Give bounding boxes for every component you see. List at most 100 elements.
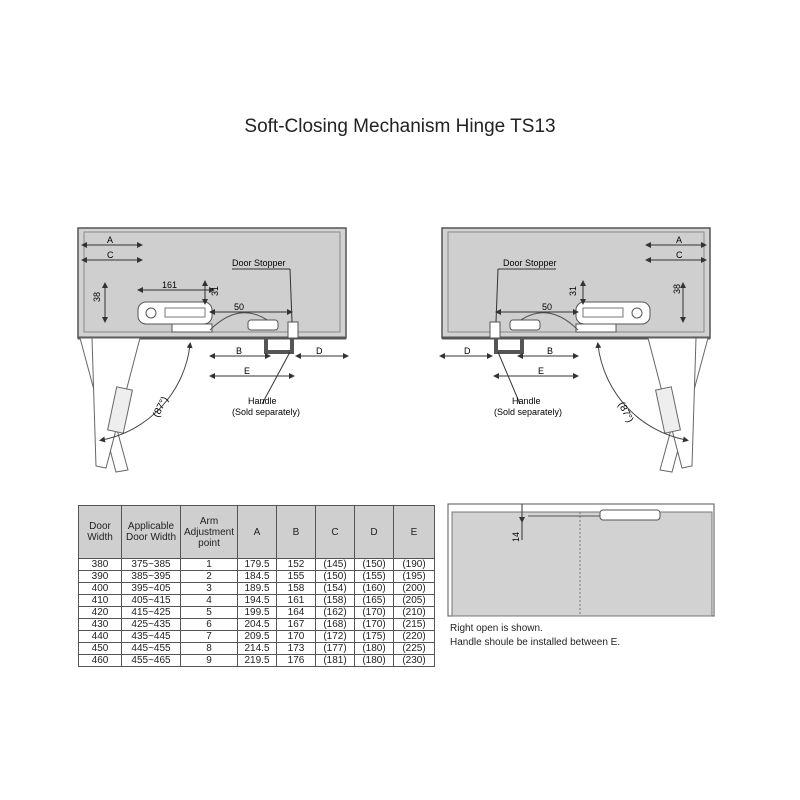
table-cell: 4 [180,594,238,607]
table-cell: 155 [276,570,316,583]
table-cell: 170 [276,630,316,643]
table-cell: (190) [393,558,435,571]
table-cell: (210) [393,606,435,619]
table-cell: (220) [393,630,435,643]
table-cell: (177) [315,642,355,655]
notes: Right open is shown. Handle shoule be in… [450,622,620,650]
table-cell: 420 [78,606,122,619]
left-sold-separately: (Sold separately) [232,407,300,417]
table-cell: 158 [276,582,316,595]
side-view-hinge [599,509,661,521]
spec-table-header: Door Width Applicable Door Width Arm Adj… [78,505,435,559]
left-handle [264,338,294,354]
table-cell: (160) [354,582,394,595]
side-view-panel [451,511,713,617]
right-door-stopper [489,321,501,339]
table-cell: 204.5 [237,618,277,631]
right-dim-e: E [538,366,544,376]
table-cell: (150) [315,570,355,583]
table-cell: (175) [354,630,394,643]
table-cell: 176 [276,654,316,667]
header-c: C [315,505,355,559]
table-cell: 435~445 [121,630,181,643]
table-cell: (172) [315,630,355,643]
right-dim-31: 31 [568,286,578,296]
side-view-dim-14: 14 [511,532,521,542]
right-handle [494,338,524,354]
table-cell: 430 [78,618,122,631]
header-door-width: Door Width [78,505,122,559]
header-d: D [354,505,394,559]
table-cell: 194.5 [237,594,277,607]
table-cell: 214.5 [237,642,277,655]
table-cell: 184.5 [237,570,277,583]
note-line-2: Handle shoule be installed between E. [450,637,621,648]
table-cell: 385~395 [121,570,181,583]
table-cell: (150) [354,558,394,571]
table-cell: 152 [276,558,316,571]
table-cell: (200) [393,582,435,595]
table-cell: 164 [276,606,316,619]
right-dim-a: A [676,235,682,245]
table-cell: (158) [315,594,355,607]
table-cell: 450 [78,642,122,655]
spec-table: Door Width Applicable Door Width Arm Adj… [78,505,435,667]
table-cell: 189.5 [237,582,277,595]
table-cell: (165) [354,594,394,607]
left-dim-38: 38 [92,292,102,302]
table-cell: 6 [180,618,238,631]
table-cell: 2 [180,570,238,583]
table-cell: 167 [276,618,316,631]
table-cell: 7 [180,630,238,643]
table-cell: (162) [315,606,355,619]
side-view-diagram: 14 [447,503,715,617]
right-hinge-mechanism [509,301,651,333]
table-cell: (205) [393,594,435,607]
header-applicable-door-width: Applicable Door Width [121,505,181,559]
table-cell: 405~415 [121,594,181,607]
left-dim-a: A [107,235,113,245]
table-cell: (170) [354,618,394,631]
header-arm-adjustment-point: Arm Adjustment point [180,505,238,559]
table-cell: (154) [315,582,355,595]
table-cell: 161 [276,594,316,607]
right-door-stopper-label: Door Stopper [503,258,557,268]
table-cell: 8 [180,642,238,655]
left-angle-label: (87°) [151,395,171,419]
table-cell: 415~425 [121,606,181,619]
table-cell: 455~465 [121,654,181,667]
left-dim-b: B [236,346,242,356]
table-cell: (170) [354,606,394,619]
left-open-door [79,337,141,473]
left-dim-31: 31 [210,286,220,296]
table-cell: 460 [78,654,122,667]
right-dim-b: B [547,346,553,356]
left-dim-161: 161 [162,280,177,290]
right-sold-separately: (Sold separately) [494,407,562,417]
table-cell: 3 [180,582,238,595]
table-cell: (181) [315,654,355,667]
header-b: B [276,505,316,559]
table-cell: (225) [393,642,435,655]
right-dim-50: 50 [542,302,552,312]
page-title: Soft-Closing Mechanism Hinge TS13 [244,116,556,137]
table-cell: (145) [315,558,355,571]
table-cell: (180) [354,654,394,667]
header-a: A [237,505,277,559]
table-cell: 179.5 [237,558,277,571]
table-cell: 425~435 [121,618,181,631]
right-handle-label: Handle [512,396,541,406]
right-angle-arc [595,342,689,443]
table-cell: 445~455 [121,642,181,655]
right-dim-d: D [464,346,471,356]
table-cell: 440 [78,630,122,643]
left-dim-d: D [316,346,323,356]
right-dim-c: C [676,250,683,260]
left-diagram: (87°) A C 38 161 31 50 Door Stopper B E [77,227,349,473]
table-cell: (168) [315,618,355,631]
